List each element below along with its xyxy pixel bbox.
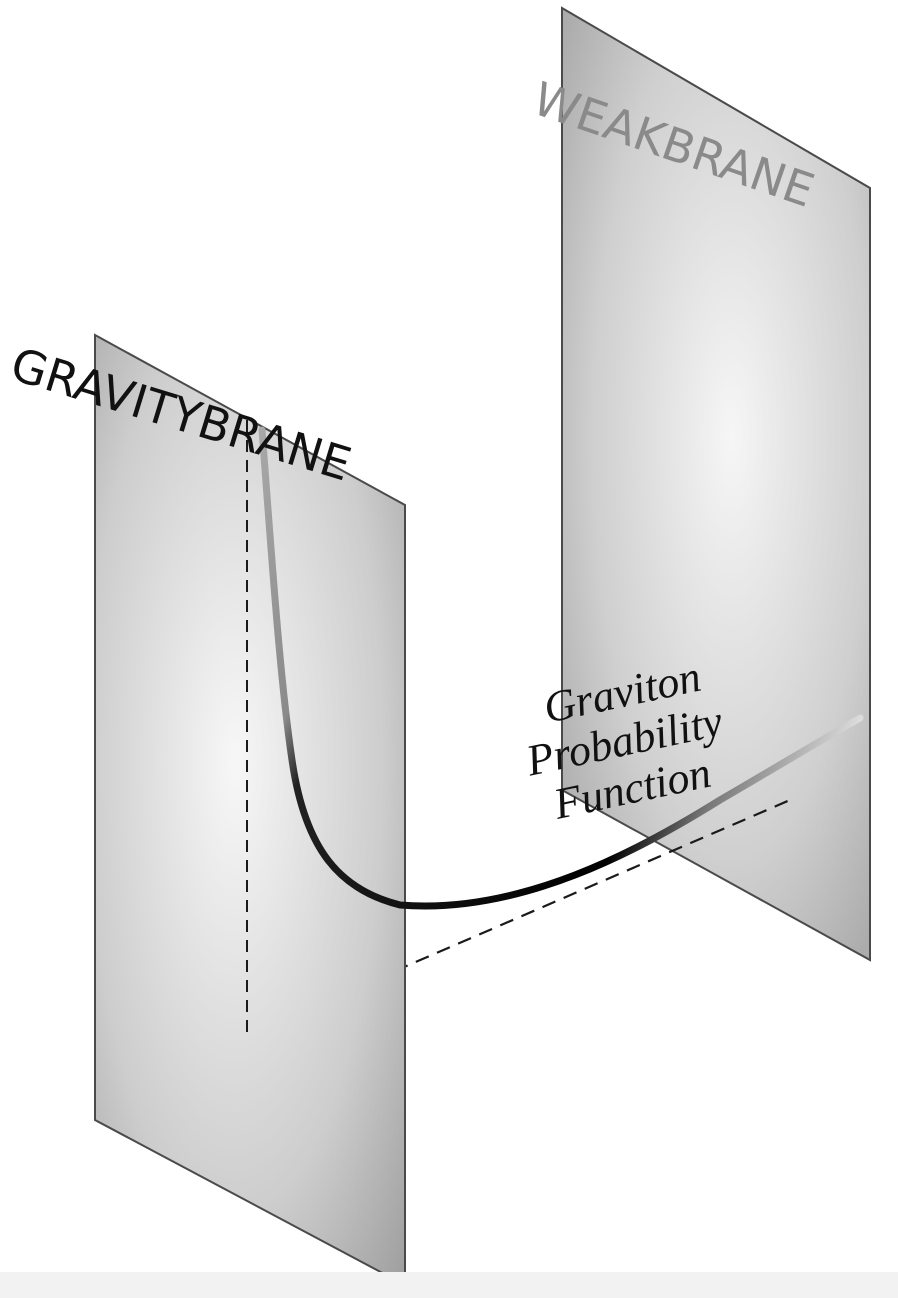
bottom-band [0, 1272, 898, 1298]
graviton-probability-curve [258, 426, 864, 910]
gravity-brane-plane [94, 333, 406, 1287]
weak-brane-plane [561, 6, 871, 962]
